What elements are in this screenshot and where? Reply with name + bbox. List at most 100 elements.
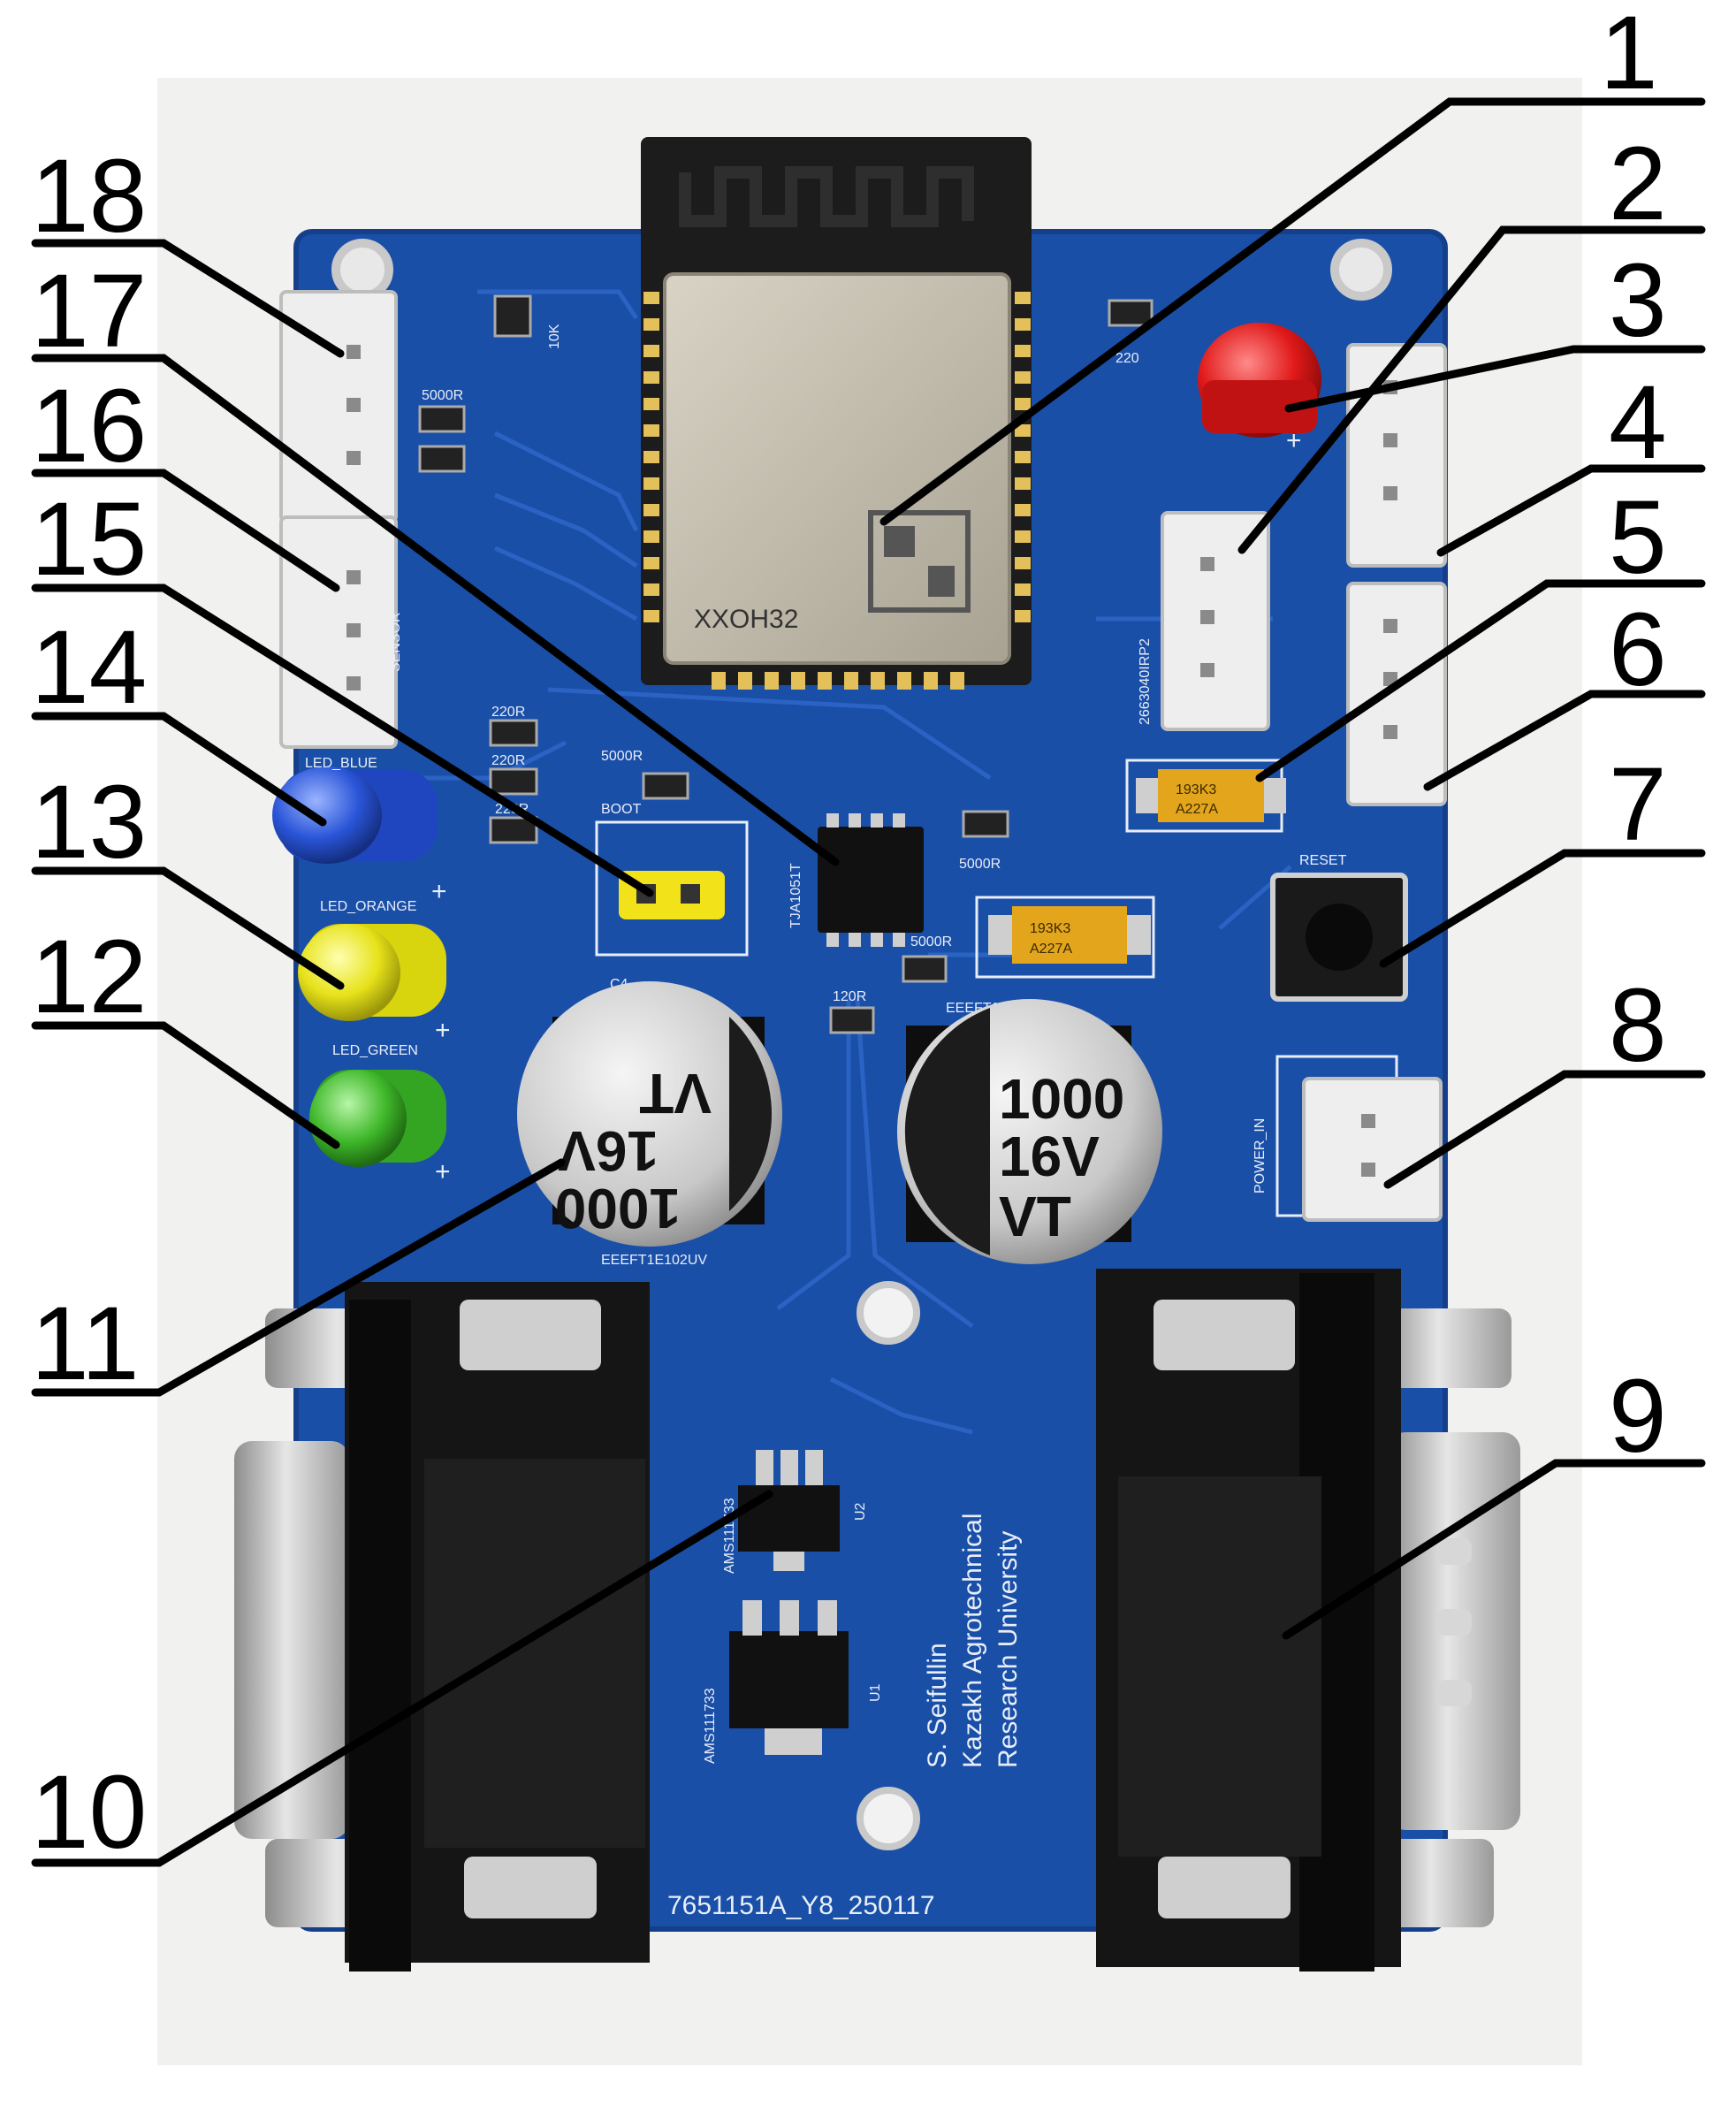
led-green-label: LED_GREEN [332,1043,418,1058]
callout-13: 13 [31,764,147,881]
callout-11-leader [31,1158,566,1397]
db9-connector-left [234,1282,650,1972]
r-5000-d-label: 5000R [910,934,952,950]
r-5000-c-label: 5000R [959,857,1001,872]
callout-9: 9 [1609,1358,1667,1475]
led-blue: LED_BLUE + [272,756,447,906]
electrolytic-cap-right: EEEFT1E102UV 1000 16V VT [897,999,1162,1264]
regulator-u2: AMS111733 U2 [722,1450,868,1574]
led-blue-plus: + [431,877,447,906]
led-yellow: LED_ORANGE + [298,899,451,1045]
cap-right-l2: 16V [999,1125,1100,1188]
callout-17: 17 [31,253,147,370]
cap-left-l2: 16V [558,1119,659,1183]
callout-18: 18 [31,138,147,255]
university-line-3: Research University [994,1531,1023,1768]
u1-label: U1 [868,1683,883,1702]
callout-18-leader [31,239,345,358]
r-5000-b-label: 5000R [601,749,643,764]
callout-1-leader [879,97,1706,526]
callout-4: 4 [1609,364,1667,481]
led-red-plus: + [1286,426,1302,455]
tant-2-code: A227A [1030,942,1072,957]
esp32-module: XXOH32 [641,137,1032,690]
led-green-plus: + [435,1157,451,1186]
callout-10: 10 [31,1754,147,1871]
power-in-label: POWER_IN [1253,1118,1268,1194]
electrolytic-cap-left: C4 VT 16V 1000 EEEFT1E102UV [517,977,782,1268]
callout-14: 14 [31,609,147,726]
pcb-traces [354,289,1292,1435]
university-line-1: S. Seifullin [923,1643,952,1768]
tant-1-code-b: 193K3 [1176,782,1216,797]
led-orange-label: LED_ORANGE [320,899,416,914]
callout-5-leader [1255,579,1706,782]
callout-12-leader [31,1021,340,1149]
tja1051-label: TJA1051T [788,863,803,928]
can-transceiver-ic: TJA1051T [788,813,924,947]
power-in-connector: POWER_IN [1253,1055,1443,1222]
reg-u2-label: AMS111733 [722,1498,737,1574]
reset-label: RESET [1299,853,1347,868]
tant-2-code-b: 193K3 [1030,921,1070,936]
tant-1-code: A227A [1176,802,1218,817]
r-120-label: 120R [833,989,866,1004]
callout-15-leader [31,583,654,897]
reset-button: RESET [1270,853,1408,1002]
mounting-holes [331,239,1392,1850]
callout-4-leader [1436,464,1706,557]
tantalum-cap-mid: 193K3 A227A [975,896,1155,979]
cap-left-l3: VT [639,1062,712,1125]
callout-1: 1 [1600,0,1658,111]
tantalum-cap-top: 193K3 A227A [1125,759,1286,833]
callout-12: 12 [31,919,147,1035]
reg-u1-label: AMS111733 [703,1688,718,1764]
callouts [31,97,1706,1867]
db9-connector-right [1096,1269,1520,1972]
callout-11: 11 [31,1285,140,1402]
callout-17-leader [31,354,840,866]
r-220-b-label: 220R [491,753,525,768]
callout-2: 2 [1609,126,1667,242]
callout-3: 3 [1609,242,1667,359]
callout-14-leader [31,712,327,827]
callout-2-leader [1237,225,1706,554]
callout-15: 15 [31,481,147,598]
cap-right-l1: 1000 [999,1067,1124,1131]
callout-7-leader [1379,849,1706,968]
u2-label: U2 [853,1502,868,1521]
module-label: XXOH32 [694,605,798,634]
regulator-u1: AMS111733 U1 [703,1600,883,1764]
university-text: S. Seifullin Kazakh Agrotechnical Resear… [923,1513,1023,1768]
rp2-label: 2663040IRP2 [1138,638,1153,725]
callout-13-leader [31,866,345,990]
r-220-a-label: 220R [491,705,525,720]
right-connectors: 2663040IRP2 [1138,343,1447,806]
callout-numbers: 1 2 3 4 5 6 7 8 9 10 11 12 13 14 15 16 1… [31,0,1667,1871]
r-10k-label: 10K [547,324,562,349]
board-id: 7651151A_Y8_250117 [667,1891,935,1920]
smd-resistors: 10K 5000R 220R 220R 220R 5000R 5000R 500… [418,294,1154,1034]
callout-8-leader [1383,1070,1706,1189]
callout-8: 8 [1609,967,1667,1084]
r-5000-a-label: 5000R [422,388,463,403]
callout-6: 6 [1609,591,1667,708]
callout-7: 7 [1609,746,1667,863]
cap-left-code: EEEFT1E102UV [601,1253,707,1268]
sensors-label: SENSOR [388,612,403,672]
university-line-2: Kazakh Agrotechnical [958,1513,987,1768]
cap-left-l1: 1000 [555,1177,681,1240]
callout-9-leader [1282,1459,1706,1640]
boot-label: BOOT [601,802,642,817]
callout-10-leader [31,1490,773,1867]
callout-16: 16 [31,368,147,484]
callout-3-leader [1284,345,1706,413]
callout-6-leader [1423,690,1706,791]
callout-16-leader [31,469,340,592]
cap-right-l3: VT [999,1185,1071,1248]
led-yellow-plus: + [435,1016,451,1045]
led-blue-label: LED_BLUE [305,756,377,771]
r-220-d-label: 220 [1115,351,1139,366]
